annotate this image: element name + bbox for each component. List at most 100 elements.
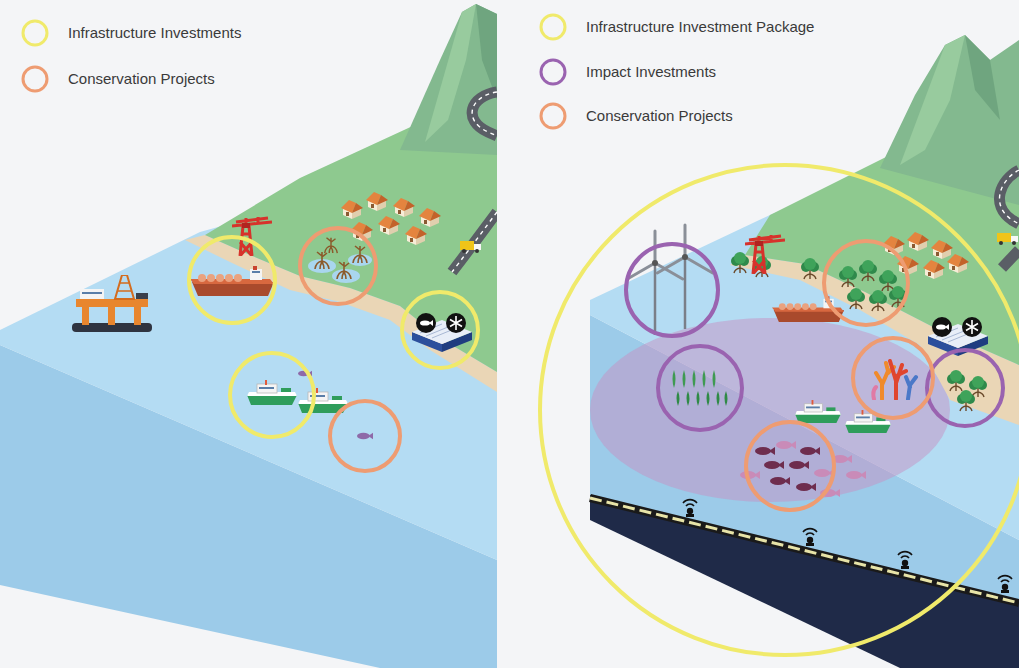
legend-item: Impact Investments	[538, 57, 716, 87]
road	[999, 170, 1019, 224]
legend-label: Impact Investments	[586, 57, 716, 87]
seabed	[590, 495, 1019, 668]
legend-ring	[541, 15, 565, 39]
legend-ring	[541, 60, 565, 84]
coral-reef	[873, 361, 916, 399]
fish-school	[740, 441, 866, 497]
road	[452, 212, 497, 272]
road	[452, 212, 497, 272]
tanker-ship	[190, 266, 274, 296]
truck	[460, 241, 481, 253]
fish-school	[755, 447, 775, 455]
houses	[341, 200, 363, 219]
infrastructure-ring	[402, 292, 478, 368]
patrol-boat	[247, 380, 297, 405]
sonar-sensors	[998, 576, 1012, 593]
legend-ring	[541, 104, 565, 128]
legend-ring	[23, 21, 47, 45]
wind-turbine	[657, 225, 712, 329]
legend-swatch	[538, 101, 568, 131]
mangrove-pools	[337, 262, 351, 279]
sonar-sensors	[803, 529, 817, 546]
road	[452, 92, 497, 272]
cold-storage-factory	[412, 313, 472, 352]
houses	[405, 226, 427, 245]
mangrove-pools	[353, 246, 367, 263]
road	[472, 92, 497, 136]
conservation-ring	[824, 241, 908, 325]
mangrove-pools	[325, 238, 338, 253]
mangrove-trees	[869, 290, 887, 311]
mangrove-trees	[839, 266, 857, 287]
infrastructure-ring	[189, 237, 275, 323]
patrol-boat	[795, 400, 841, 423]
sonar-sensors	[898, 552, 912, 569]
mountain-ridge	[425, 4, 476, 142]
infrastructure-ring	[230, 353, 314, 437]
fish-school	[800, 447, 820, 455]
houses	[931, 240, 953, 259]
legend-item: Infrastructure Investments	[20, 18, 241, 48]
investment-rings	[189, 228, 478, 471]
legend-label: Conservation Projects	[586, 101, 733, 131]
legend-item: Conservation Projects	[538, 101, 733, 131]
proposed-scene	[540, 35, 1019, 668]
port-crane	[745, 235, 785, 274]
conservation-ring	[330, 401, 400, 471]
truck	[997, 233, 1018, 245]
protected-zone	[590, 318, 950, 502]
road	[999, 170, 1019, 224]
legend-item: Infrastructure Investment Package	[538, 12, 814, 42]
fish	[357, 433, 373, 439]
fish-school	[740, 471, 760, 479]
sonar-sensors	[683, 500, 697, 517]
legend-item: Conservation Projects	[20, 64, 215, 94]
mountain	[880, 35, 1019, 205]
conservation-ring	[300, 228, 376, 304]
impact-ring	[658, 346, 742, 430]
mangrove-pools	[308, 238, 372, 283]
mangrove-trees	[957, 390, 975, 411]
mountain	[400, 4, 497, 155]
mountain-shade	[965, 35, 1000, 120]
legend-swatch	[20, 64, 50, 94]
legend-label: Infrastructure Investments	[68, 18, 241, 48]
conservation-ring	[853, 338, 933, 418]
mangrove-trees	[947, 370, 965, 391]
houses	[366, 192, 388, 211]
fish-school	[846, 471, 866, 479]
legend-swatch	[538, 57, 568, 87]
fish-school	[764, 461, 784, 469]
houses	[393, 198, 415, 217]
oil-rig	[72, 275, 152, 332]
houses	[419, 208, 441, 227]
houses	[923, 260, 945, 279]
patrol-boat	[845, 410, 891, 433]
mountain-shade	[476, 4, 497, 100]
legend-swatch	[20, 18, 50, 48]
road	[1002, 250, 1019, 268]
houses	[378, 216, 400, 235]
road	[472, 92, 497, 136]
seaweed-farm	[673, 370, 728, 406]
fish-school	[796, 483, 816, 491]
fish-school	[789, 461, 809, 469]
conservation-ring	[746, 422, 834, 510]
legend-swatch	[538, 12, 568, 42]
mangrove-trees	[859, 260, 877, 281]
houses	[947, 254, 969, 273]
legend-label: Infrastructure Investment Package	[586, 12, 814, 42]
fish-school	[770, 477, 790, 485]
mountain-ridge	[900, 35, 965, 165]
mangrove-trees	[731, 252, 749, 273]
fish-school	[776, 441, 796, 449]
impact-ring	[927, 350, 1003, 426]
investment-rings	[540, 165, 1019, 655]
mangrove-trees	[801, 258, 819, 279]
mangrove-trees	[731, 252, 987, 411]
road	[999, 170, 1019, 268]
mangrove-trees	[847, 288, 865, 309]
